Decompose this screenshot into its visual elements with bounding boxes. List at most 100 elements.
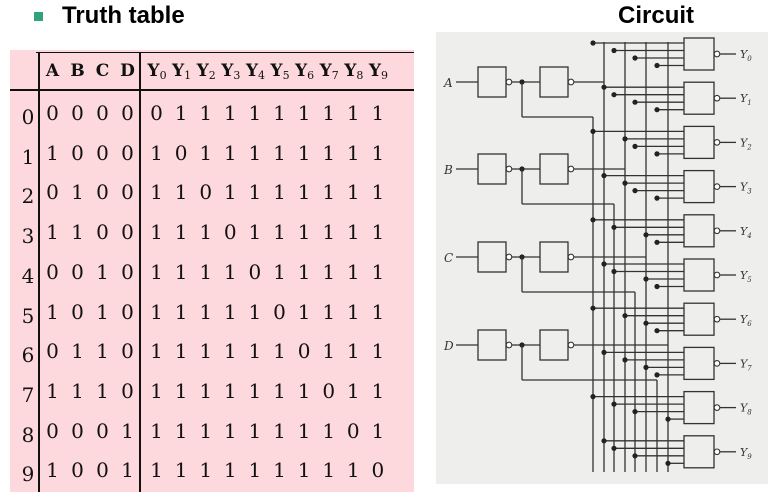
row-index-4: 4 (21, 263, 35, 288)
circuit-output-label-y6: Y6 (740, 313, 752, 328)
table-cell-output: 1 (223, 101, 237, 125)
table-cell-output: 1 (371, 259, 385, 284)
bullet-marker (34, 12, 43, 21)
inverter-bubble (505, 341, 513, 349)
junction-dot (611, 445, 617, 451)
junction-dot (611, 47, 617, 54)
table-cell-input: 0 (121, 299, 134, 324)
table-cell-input: 1 (46, 220, 59, 245)
circuit-output-base: Y (740, 225, 749, 238)
output-header-subscript: 7 (331, 69, 339, 82)
output-header-base: Y (270, 61, 283, 81)
junction-dot (632, 188, 638, 194)
table-cell-output: 1 (322, 458, 336, 483)
junction-dot (611, 92, 617, 98)
circuit-output-base: Y (740, 48, 749, 61)
table-cell-input: 1 (96, 378, 109, 403)
circuit-title: Circuit (618, 2, 695, 29)
io-divider (139, 52, 141, 492)
junction-dot (632, 143, 638, 149)
output-header-subscript: 3 (233, 69, 241, 82)
output-header-base: Y (172, 61, 185, 81)
table-cell-output: 1 (346, 339, 360, 364)
output-bubble (713, 360, 721, 367)
output-bubble (713, 50, 721, 58)
table-cell-output: 1 (297, 418, 311, 443)
table-cell-output: 1 (223, 299, 237, 324)
table-cell-output: 1 (371, 101, 385, 125)
output-header-base: Y (319, 61, 332, 81)
input-header-b: B (70, 61, 85, 81)
circuit-output-subscript: 4 (746, 232, 751, 240)
table-cell-output: 1 (248, 220, 262, 245)
junction-dot (622, 180, 628, 186)
circuit-input-label-c: C (444, 251, 453, 265)
table-cell-output: 1 (346, 180, 360, 205)
table-cell-output: 1 (322, 259, 336, 284)
circuit-output-subscript: 3 (747, 188, 752, 196)
output-header-subscript: 8 (356, 69, 364, 82)
table-cell-output: 1 (248, 418, 262, 443)
junction-dot (601, 349, 607, 355)
junction-dot (632, 99, 638, 105)
table-cell-output: 1 (273, 259, 286, 284)
table-cell-output: 1 (297, 458, 311, 483)
output-header-base: Y (344, 61, 357, 81)
table-cell-input: 1 (46, 458, 59, 483)
table-cell-output: 0 (248, 259, 262, 284)
table-top-rule (36, 52, 414, 53)
table-cell-output: 1 (273, 180, 286, 205)
junction-dot (601, 261, 607, 267)
output-header-y3: Y3 (218, 56, 244, 86)
inverter-gate-2 (539, 66, 569, 98)
row-index-6: 6 (21, 343, 35, 368)
table-cell-output: 1 (346, 458, 360, 483)
table-cell-input: 0 (71, 458, 84, 483)
circuit-output-base: Y (740, 181, 749, 194)
table-cell-output: 1 (174, 378, 188, 403)
table-cell-output: 1 (174, 180, 188, 205)
table-cell-input: 0 (96, 180, 109, 205)
table-cell-input: 1 (96, 259, 109, 284)
table-cell-output: 1 (150, 180, 163, 205)
table-cell-output: 1 (297, 259, 311, 284)
inverter-bubble (505, 78, 513, 86)
output-header-y2: Y2 (193, 56, 219, 86)
table-cell-output: 1 (174, 101, 188, 125)
circuit-output-base: Y (740, 313, 749, 326)
junction-dot (632, 55, 638, 61)
truth-table-title: Truth table (62, 2, 185, 29)
table-cell-input: 0 (96, 101, 109, 125)
table-cell-output: 1 (199, 418, 213, 443)
table-cell-output: 1 (223, 259, 237, 284)
table-cell-output: 1 (199, 378, 213, 403)
row-index-0: 0 (21, 105, 35, 129)
table-cell-input: 0 (121, 259, 134, 284)
table-cell-input: 0 (121, 140, 134, 165)
circuit-output-label-y3: Y3 (740, 181, 752, 196)
table-cell-output: 1 (346, 220, 360, 245)
circuit-output-subscript: 8 (747, 409, 752, 417)
inverter-bubble (505, 253, 513, 261)
row-index-7: 7 (21, 382, 35, 407)
junction-dot (611, 224, 617, 230)
output-header-y7: Y7 (316, 56, 342, 86)
circuit-output-base: Y (740, 357, 749, 370)
table-cell-output: 1 (199, 140, 213, 165)
nand-gate (683, 435, 715, 469)
output-header-subscript: 0 (159, 69, 167, 82)
table-cell-input: 1 (46, 299, 59, 324)
inverter-gate-2 (539, 241, 569, 273)
circuit-output-subscript: 6 (747, 320, 752, 328)
table-cell-input: 0 (96, 458, 109, 483)
table-cell-input: 1 (96, 339, 109, 364)
table-cell-output: 1 (248, 180, 262, 205)
nand-gate (683, 302, 715, 336)
inverter-gate-2 (539, 153, 569, 185)
junction-dot (654, 195, 660, 201)
table-cell-output: 1 (223, 458, 237, 483)
output-header-y9: Y9 (365, 56, 391, 86)
inverter-bubble (567, 253, 575, 261)
